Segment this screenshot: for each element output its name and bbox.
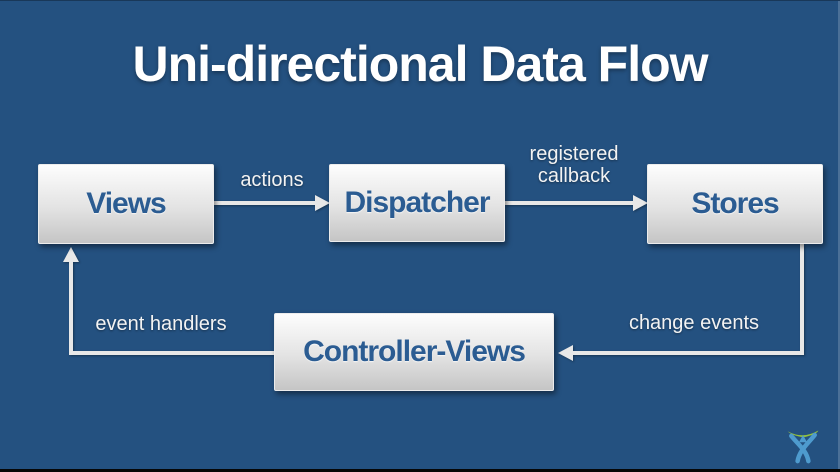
node-stores: Stores bbox=[647, 164, 823, 244]
edge-label-change-events: change events bbox=[628, 312, 760, 334]
node-controller-views-label: Controller-Views bbox=[303, 335, 526, 368]
edge-label-actions: actions bbox=[240, 169, 304, 191]
arrow-stores-to-controller-views bbox=[558, 244, 804, 361]
node-dispatcher: Dispatcher bbox=[329, 164, 505, 242]
node-stores-label: Stores bbox=[691, 187, 779, 220]
edge-label-registered-callback: registered callback bbox=[529, 143, 619, 187]
bottom-edge-bar bbox=[0, 469, 840, 472]
diagram-title: Uni-directional Data Flow bbox=[132, 36, 708, 92]
arrow-views-to-dispatcher bbox=[214, 195, 330, 211]
atlassian-logo-icon bbox=[787, 430, 819, 464]
node-views-label: Views bbox=[86, 187, 167, 220]
logo-head bbox=[798, 435, 808, 443]
arrow-controller-views-to-views bbox=[63, 247, 274, 355]
node-views: Views bbox=[38, 164, 214, 244]
node-dispatcher-label: Dispatcher bbox=[344, 186, 490, 219]
arrow-dispatcher-to-stores bbox=[505, 195, 648, 211]
edge-label-event-handlers: event handlers bbox=[95, 313, 227, 335]
logo-green-arc bbox=[787, 430, 819, 438]
node-controller-views: Controller-Views bbox=[274, 313, 554, 391]
